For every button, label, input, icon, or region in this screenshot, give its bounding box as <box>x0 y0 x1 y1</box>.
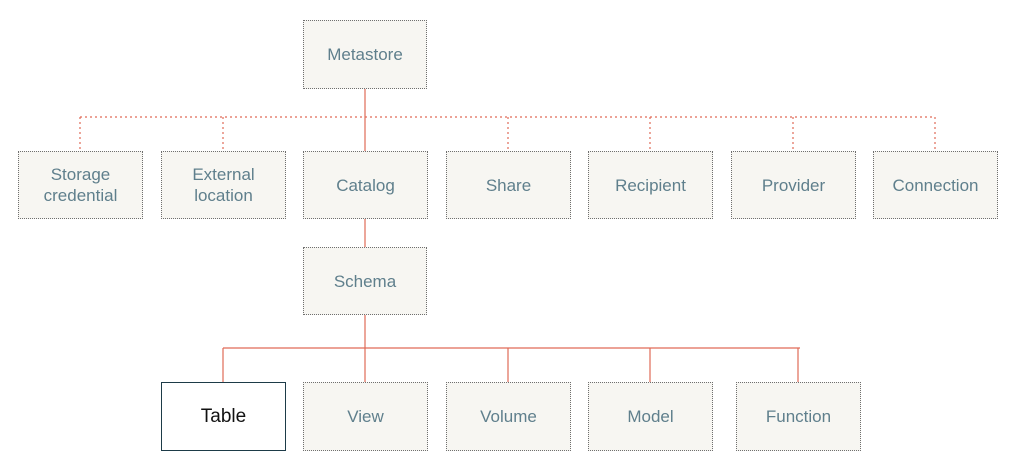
node-label: Recipient <box>615 175 686 195</box>
node-label: Table <box>200 406 247 427</box>
node-catalog[interactable]: Catalog <box>303 151 428 219</box>
node-metastore[interactable]: Metastore <box>303 20 427 89</box>
node-label: Catalog <box>336 175 395 195</box>
node-provider[interactable]: Provider <box>731 151 856 219</box>
node-function[interactable]: Function <box>736 382 861 451</box>
node-model[interactable]: Model <box>588 382 713 451</box>
node-label: Provider <box>761 175 826 195</box>
node-label: Metastore <box>327 45 403 64</box>
node-share[interactable]: Share <box>446 151 571 219</box>
node-connection[interactable]: Connection <box>873 151 998 219</box>
node-label: Volume <box>480 407 537 426</box>
node-table[interactable]: Table <box>161 382 286 451</box>
node-recipient[interactable]: Recipient <box>588 151 713 219</box>
node-label: Schema <box>333 271 397 291</box>
node-label: View <box>347 407 384 426</box>
node-volume[interactable]: Volume <box>446 382 571 451</box>
node-label: Storage credential <box>43 165 118 205</box>
node-external-location[interactable]: External location <box>161 151 286 219</box>
node-schema[interactable]: Schema <box>303 247 427 315</box>
node-storage-credential[interactable]: Storage credential <box>18 151 143 219</box>
node-view[interactable]: View <box>303 382 428 451</box>
node-label: Share <box>485 175 532 195</box>
node-label: External location <box>192 165 255 205</box>
node-label: Function <box>765 407 832 426</box>
node-label: Connection <box>892 175 979 195</box>
node-label: Model <box>627 407 674 426</box>
